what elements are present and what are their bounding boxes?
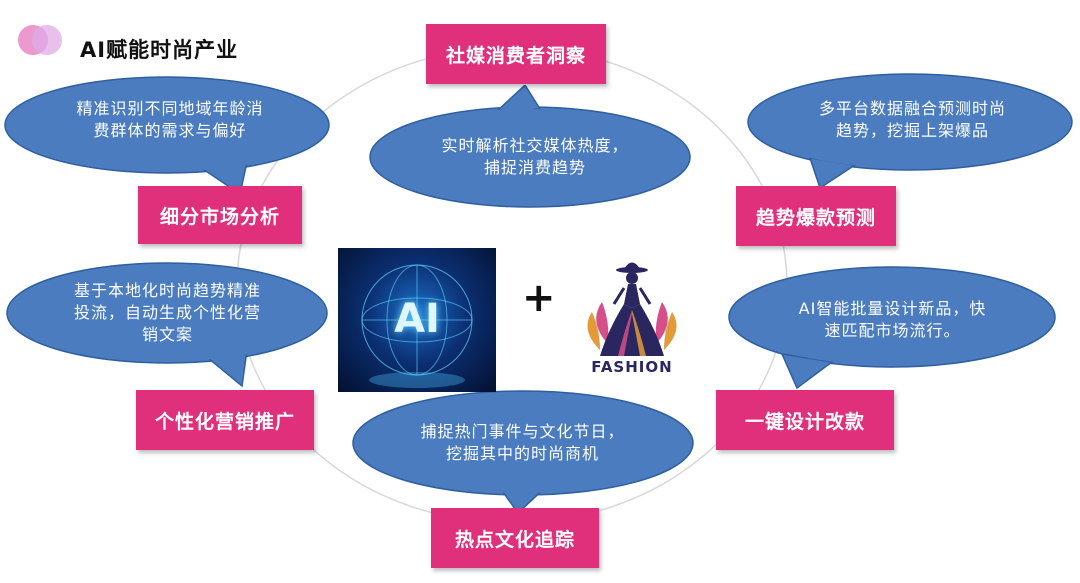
- box-one-click-design: 一键设计改款: [716, 390, 894, 450]
- bubble-top-center: [369, 85, 691, 208]
- bubble-top-right: [747, 73, 1073, 190]
- bubble-text-marketing: 基于本地化时尚趋势精准投流，自动生成个性化营销文案: [73, 281, 261, 344]
- bubble-middle-right: [728, 266, 1056, 390]
- fashion-woman-logo-icon: FASHION: [578, 252, 686, 382]
- box-personalized-marketing: 个性化营销推广: [136, 390, 314, 450]
- bubble-text-design: AI智能批量设计新品，快速匹配市场流行。: [798, 299, 987, 340]
- bubble-text-trend: 多平台数据融合预测时尚趋势，挖掘上架爆品: [818, 99, 1006, 140]
- fashion-label: FASHION: [591, 358, 673, 376]
- bubble-top-left: [4, 76, 330, 196]
- ai-globe-label: AI: [394, 296, 440, 342]
- bubble-bottom-center: [352, 390, 694, 515]
- plus-sign: +: [522, 275, 556, 321]
- page-title: AI赋能时尚产业: [80, 38, 239, 62]
- bubble-text-culture: 捕捉热门事件与文化节日，挖掘其中的时尚商机: [420, 422, 625, 463]
- box-trend-prediction: 趋势爆款预测: [736, 186, 896, 246]
- bubble-middle-left: [6, 262, 328, 388]
- pink-circles-logo-icon: [18, 25, 66, 59]
- bubble-text-social: 实时解析社交媒体热度，捕捉消费趋势: [441, 136, 629, 177]
- globe-ai-icon: AI: [338, 248, 496, 392]
- box-social-insight: 社媒消费者洞察: [426, 24, 606, 84]
- box-market-segmentation: 细分市场分析: [138, 186, 302, 244]
- bubble-text-segmentation: 精准识别不同地域年龄消费群体的需求与偏好: [76, 99, 264, 140]
- box-hot-culture: 热点文化追踪: [431, 508, 599, 568]
